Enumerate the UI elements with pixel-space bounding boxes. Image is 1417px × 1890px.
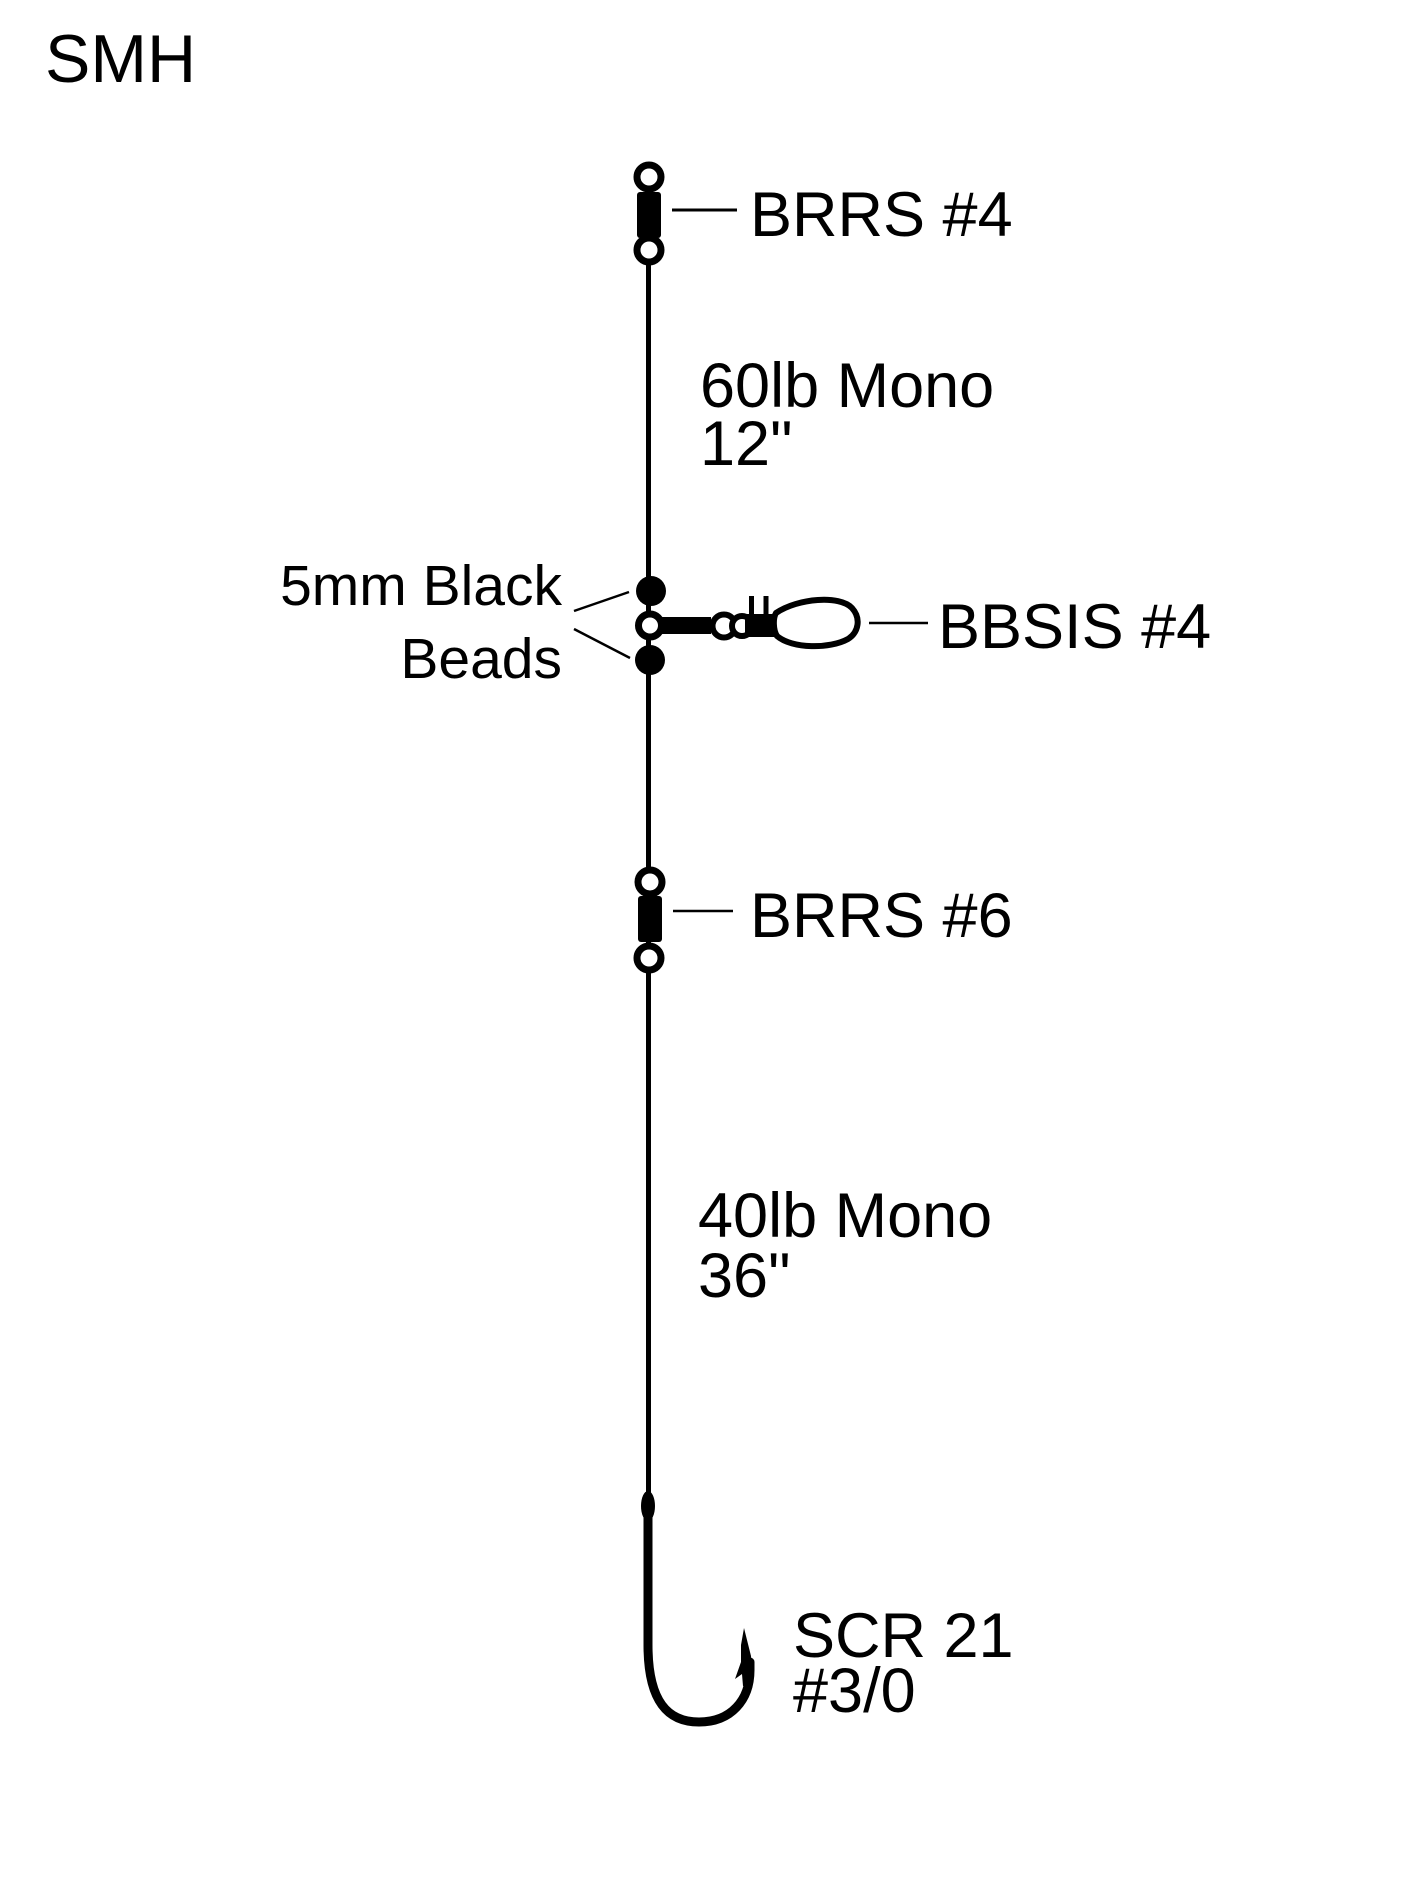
top-barrel-swivel-icon bbox=[633, 161, 665, 266]
bead-icon bbox=[635, 645, 665, 675]
page-title: SMH bbox=[45, 21, 196, 97]
bead-icon bbox=[636, 576, 666, 606]
swivel-ring-icon bbox=[633, 234, 665, 266]
hook-bend-icon bbox=[643, 1495, 755, 1727]
beads-label-line2: Beads bbox=[400, 627, 562, 691]
snap-swivel-label: BBSIS #4 bbox=[938, 592, 1211, 662]
beads-label-line1: 5mm Black bbox=[280, 554, 562, 618]
callout-line bbox=[573, 627, 631, 660]
swivel-barrel-icon bbox=[661, 617, 711, 634]
hook-icon bbox=[641, 1491, 755, 1727]
top-swivel-label: BRRS #4 bbox=[750, 180, 1013, 250]
mid-barrel-swivel-icon bbox=[633, 866, 666, 974]
hook-point-icon bbox=[735, 1628, 753, 1686]
swivel-ring-icon bbox=[633, 942, 665, 974]
hook-label-line1: SCR 21 bbox=[793, 1601, 1014, 1671]
swivel-ring-icon bbox=[633, 161, 665, 193]
swivel-ring-icon bbox=[634, 866, 666, 898]
lower-leader-label-line2: 36" bbox=[698, 1241, 790, 1311]
callout-line bbox=[573, 590, 630, 613]
upper-leader-label-line2: 12" bbox=[700, 409, 792, 479]
swivel-barrel-icon bbox=[637, 192, 661, 238]
lower-leader-label-line1: 40lb Mono bbox=[698, 1181, 992, 1251]
line-ring-icon bbox=[635, 610, 665, 641]
upper-leader-label-line1: 60lb Mono bbox=[700, 351, 994, 421]
snap-swivel-icon bbox=[661, 596, 861, 650]
snap-body-icon bbox=[745, 614, 775, 637]
swivel-barrel-icon bbox=[638, 896, 662, 942]
snap-loop-icon bbox=[770, 596, 861, 650]
hook-label-line2: #3/0 bbox=[793, 1656, 916, 1726]
mid-swivel-label: BRRS #6 bbox=[750, 881, 1013, 951]
